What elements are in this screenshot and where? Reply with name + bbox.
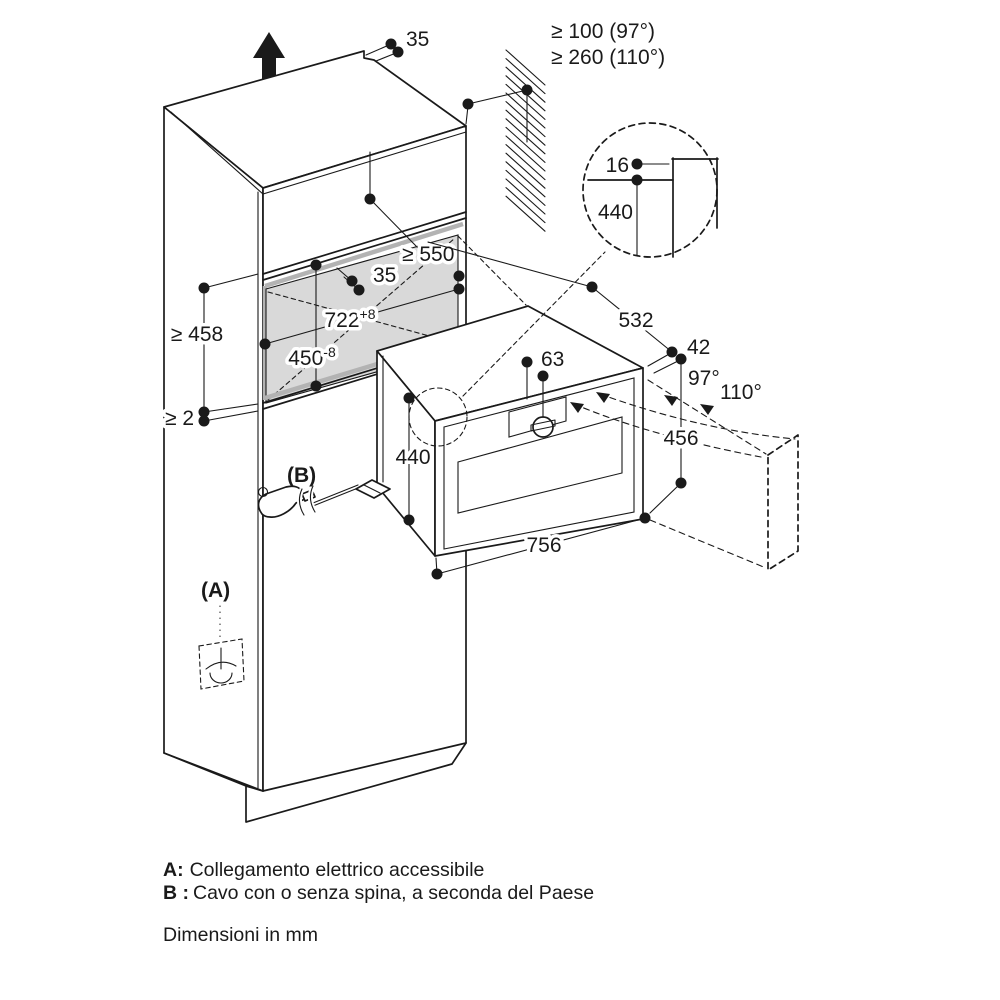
dim-oven-width-group: 756 bbox=[431, 512, 651, 580]
dim-angle-large: 110° bbox=[720, 381, 762, 404]
dim-bottom-gap: ≥ 2 bbox=[165, 407, 194, 430]
detail-leader bbox=[462, 251, 606, 397]
oven-door-glass bbox=[457, 416, 623, 514]
arrowhead-icon bbox=[664, 395, 678, 406]
dim-niche-offset: 35 bbox=[373, 264, 396, 287]
detail-circle: 16 440 bbox=[582, 122, 719, 258]
cabinet-left-face bbox=[163, 106, 264, 792]
door-open-dashed bbox=[570, 379, 799, 571]
dim-side-min-height: ≥ 458 bbox=[171, 323, 223, 346]
legend-b: B :Cavo con o senza spina, a seconda del… bbox=[163, 882, 594, 904]
cabinet bbox=[163, 50, 467, 823]
niche-top-edge bbox=[264, 221, 464, 289]
dim-side-height-group: ≥ 458 ≥ 2 bbox=[162, 273, 259, 434]
dim-front-height-group: 456 bbox=[649, 358, 702, 514]
socket-box bbox=[198, 638, 245, 690]
oven-display bbox=[508, 396, 567, 438]
dim-niche-depth-group: ≥ 550 bbox=[364, 151, 458, 270]
dim-wall-min-1: ≥ 100 (97°) bbox=[551, 20, 655, 43]
dim-angle-small: 97° bbox=[688, 367, 720, 390]
dim-niche-height-group: 450-8 bbox=[285, 259, 339, 392]
swing-arc-110 bbox=[599, 393, 796, 440]
dim-knob-offset-group: 63 bbox=[521, 345, 568, 418]
legend-a: A:Collegamento elettrico accessibile bbox=[163, 859, 484, 881]
dim-top-offset: 35 bbox=[406, 28, 429, 51]
projection-line bbox=[457, 235, 527, 306]
arrowhead-icon bbox=[570, 402, 584, 413]
socket-icon bbox=[205, 647, 237, 684]
wall-hatch bbox=[505, 49, 546, 232]
dim-oven-depth-group: 532 42 bbox=[427, 241, 714, 374]
socket-group: (A) bbox=[198, 579, 245, 690]
oven-door-frame bbox=[443, 377, 635, 550]
arrowhead-icon bbox=[596, 392, 610, 403]
dim-niche-depth: ≥ 550 bbox=[402, 243, 454, 266]
dim-knob-offset: 63 bbox=[541, 348, 564, 371]
cable bbox=[312, 484, 359, 507]
swing-arc-97 bbox=[573, 403, 762, 458]
dim-detail-height: 440 bbox=[598, 201, 633, 224]
arrowhead-icon bbox=[700, 404, 714, 415]
dim-front-height: 456 bbox=[663, 427, 698, 450]
dim-oven-width: 756 bbox=[526, 534, 561, 557]
wall-clearance: ≥ 100 (97°) ≥ 260 (110°) bbox=[462, 20, 665, 143]
dim-niche-width: 722+8 bbox=[324, 306, 375, 332]
dim-body-height: 440 bbox=[395, 446, 430, 469]
dim-front-offset: 42 bbox=[687, 336, 710, 359]
dim-niche-offset-group: 35 bbox=[336, 261, 465, 296]
marker-a: (A) bbox=[201, 579, 230, 602]
dim-detail-gap: 16 bbox=[606, 154, 629, 177]
dim-niche-width-group: 722+8 bbox=[259, 283, 465, 350]
dim-body-height-group: 440 bbox=[392, 392, 434, 526]
legend: A:Collegamento elettrico accessibile B :… bbox=[163, 859, 594, 946]
dim-wall-min-2: ≥ 260 (110°) bbox=[551, 46, 665, 69]
niche-projection-cross bbox=[267, 237, 456, 401]
dim-top-offset-group: 35 bbox=[365, 28, 429, 62]
dim-oven-depth: 532 bbox=[618, 309, 653, 332]
legend-units: Dimensioni in mm bbox=[163, 924, 318, 946]
dim-niche-height: 450-8 bbox=[288, 344, 336, 370]
oven bbox=[376, 305, 644, 557]
marker-b: (B) bbox=[287, 464, 316, 487]
up-arrow-icon bbox=[253, 32, 285, 80]
cabinet-plinth bbox=[163, 742, 467, 823]
power-cable-group: (B) bbox=[257, 464, 391, 518]
